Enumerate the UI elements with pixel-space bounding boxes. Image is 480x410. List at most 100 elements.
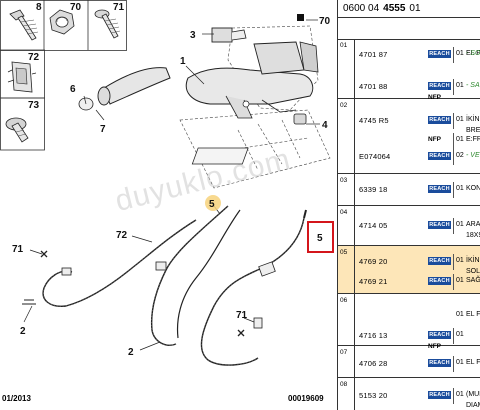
quantity: 01 [456,136,464,143]
column-separator [453,113,454,129]
quantity: 01 [456,257,464,264]
reach-badge: REACH [428,257,451,265]
part-extra-description: SOL [466,268,480,275]
column-separator [453,182,454,198]
callout-72: 72 [116,230,128,241]
callout-5-marker [205,195,221,211]
mounting-bracket [179,25,331,189]
nut-part-4 [293,113,307,125]
nut-icon [49,9,75,35]
column-separator [453,274,454,290]
ref-suffix: 01 [409,3,421,14]
column-separator [453,356,454,372]
part-subdescription: - VE YA [466,152,480,159]
diagram-doc-number: 00019609 [288,394,324,403]
callout-1: 1 [180,56,186,67]
part-extra-description: 18X9-8 [466,232,480,239]
diagram-date: 01/2013 [2,394,31,403]
callout-5-highlighted: 5 [317,233,323,244]
thumb-label-72: 72 [28,52,40,63]
part-line[interactable]: E074064 REACH 02- VE YA [355,149,480,165]
column-separator [453,79,454,95]
table-column-header [338,18,480,40]
part-number[interactable]: 4714 05 [359,221,388,230]
part-number[interactable]: E074064 [359,152,391,161]
part-description: ARA RO [466,221,480,228]
brake-cables [22,205,307,366]
thumb-label-73: 73 [28,100,40,111]
nfp-flag: NFP [428,94,441,101]
callout-4: 4 [322,120,328,131]
quantity: 01 [456,359,464,366]
group-index: 07 [338,346,355,377]
part-number[interactable]: 4701 87 [359,50,388,59]
quantity: 02 [456,152,464,159]
callout-71-left: 71 [12,244,24,255]
part-line[interactable]: 4745 R5REACH01İKİNCİL [355,113,480,129]
part-number[interactable]: 4716 13 [359,331,388,340]
clip-icon [7,61,37,93]
thumb-label-71: 71 [113,2,125,13]
highlighted-callout-box [307,221,334,253]
part-number[interactable]: 5153 20 [359,391,388,400]
part-number[interactable]: 4706 28 [359,359,388,368]
column-separator [453,133,454,149]
part-number[interactable]: 4701 88 [359,82,388,91]
reach-badge: REACH [428,185,451,193]
part-subdescription: - SOLD [466,50,480,57]
part-number[interactable]: 6339 18 [359,185,388,194]
group-index: 03 [338,174,355,205]
exploded-parts-diagram: 1 2 2 3 4 5 5 6 7 70 71 71 72 8 70 71 72… [0,0,334,403]
reach-badge: REACH [428,331,451,339]
reach-badge: REACH [428,152,451,160]
part-description: İKİNCİL [466,116,480,123]
nfp-line: NFP [355,93,480,105]
part-number[interactable]: 4769 20 [359,257,388,266]
part-number[interactable]: 4769 21 [359,277,388,286]
column-separator [453,218,454,234]
group-index: 02 [338,99,355,173]
callout-6: 6 [70,84,76,95]
quantity: 01 [456,311,464,318]
column-separator [453,254,454,270]
quantity: 01 [456,50,464,57]
lever-grip [78,67,171,111]
thumb-label-70: 70 [70,2,82,13]
diagram-drawing: 1 2 2 3 4 5 5 6 7 70 71 71 72 8 70 71 72… [0,0,334,366]
part-description: KONTA [466,185,480,192]
bolt-icon [9,9,39,41]
fastener-marker [40,250,245,337]
part-number[interactable]: 4745 R5 [359,116,389,125]
part-line[interactable]: 4769 20 REACH 01İKİNCİL [355,254,480,270]
part-description: E:FREN [466,136,480,143]
part-description: İKİNCİL [466,257,480,264]
screw-icon [94,9,121,39]
ref-prefix: 0600 04 [343,3,380,14]
nfp-flag: NFP [428,343,441,350]
part-line[interactable]: 6339 18REACH01KONTA [355,182,480,198]
callout-70: 70 [319,16,331,27]
column-separator [453,47,454,63]
group-index: 04 [338,206,355,245]
reach-badge: REACH [428,277,451,285]
